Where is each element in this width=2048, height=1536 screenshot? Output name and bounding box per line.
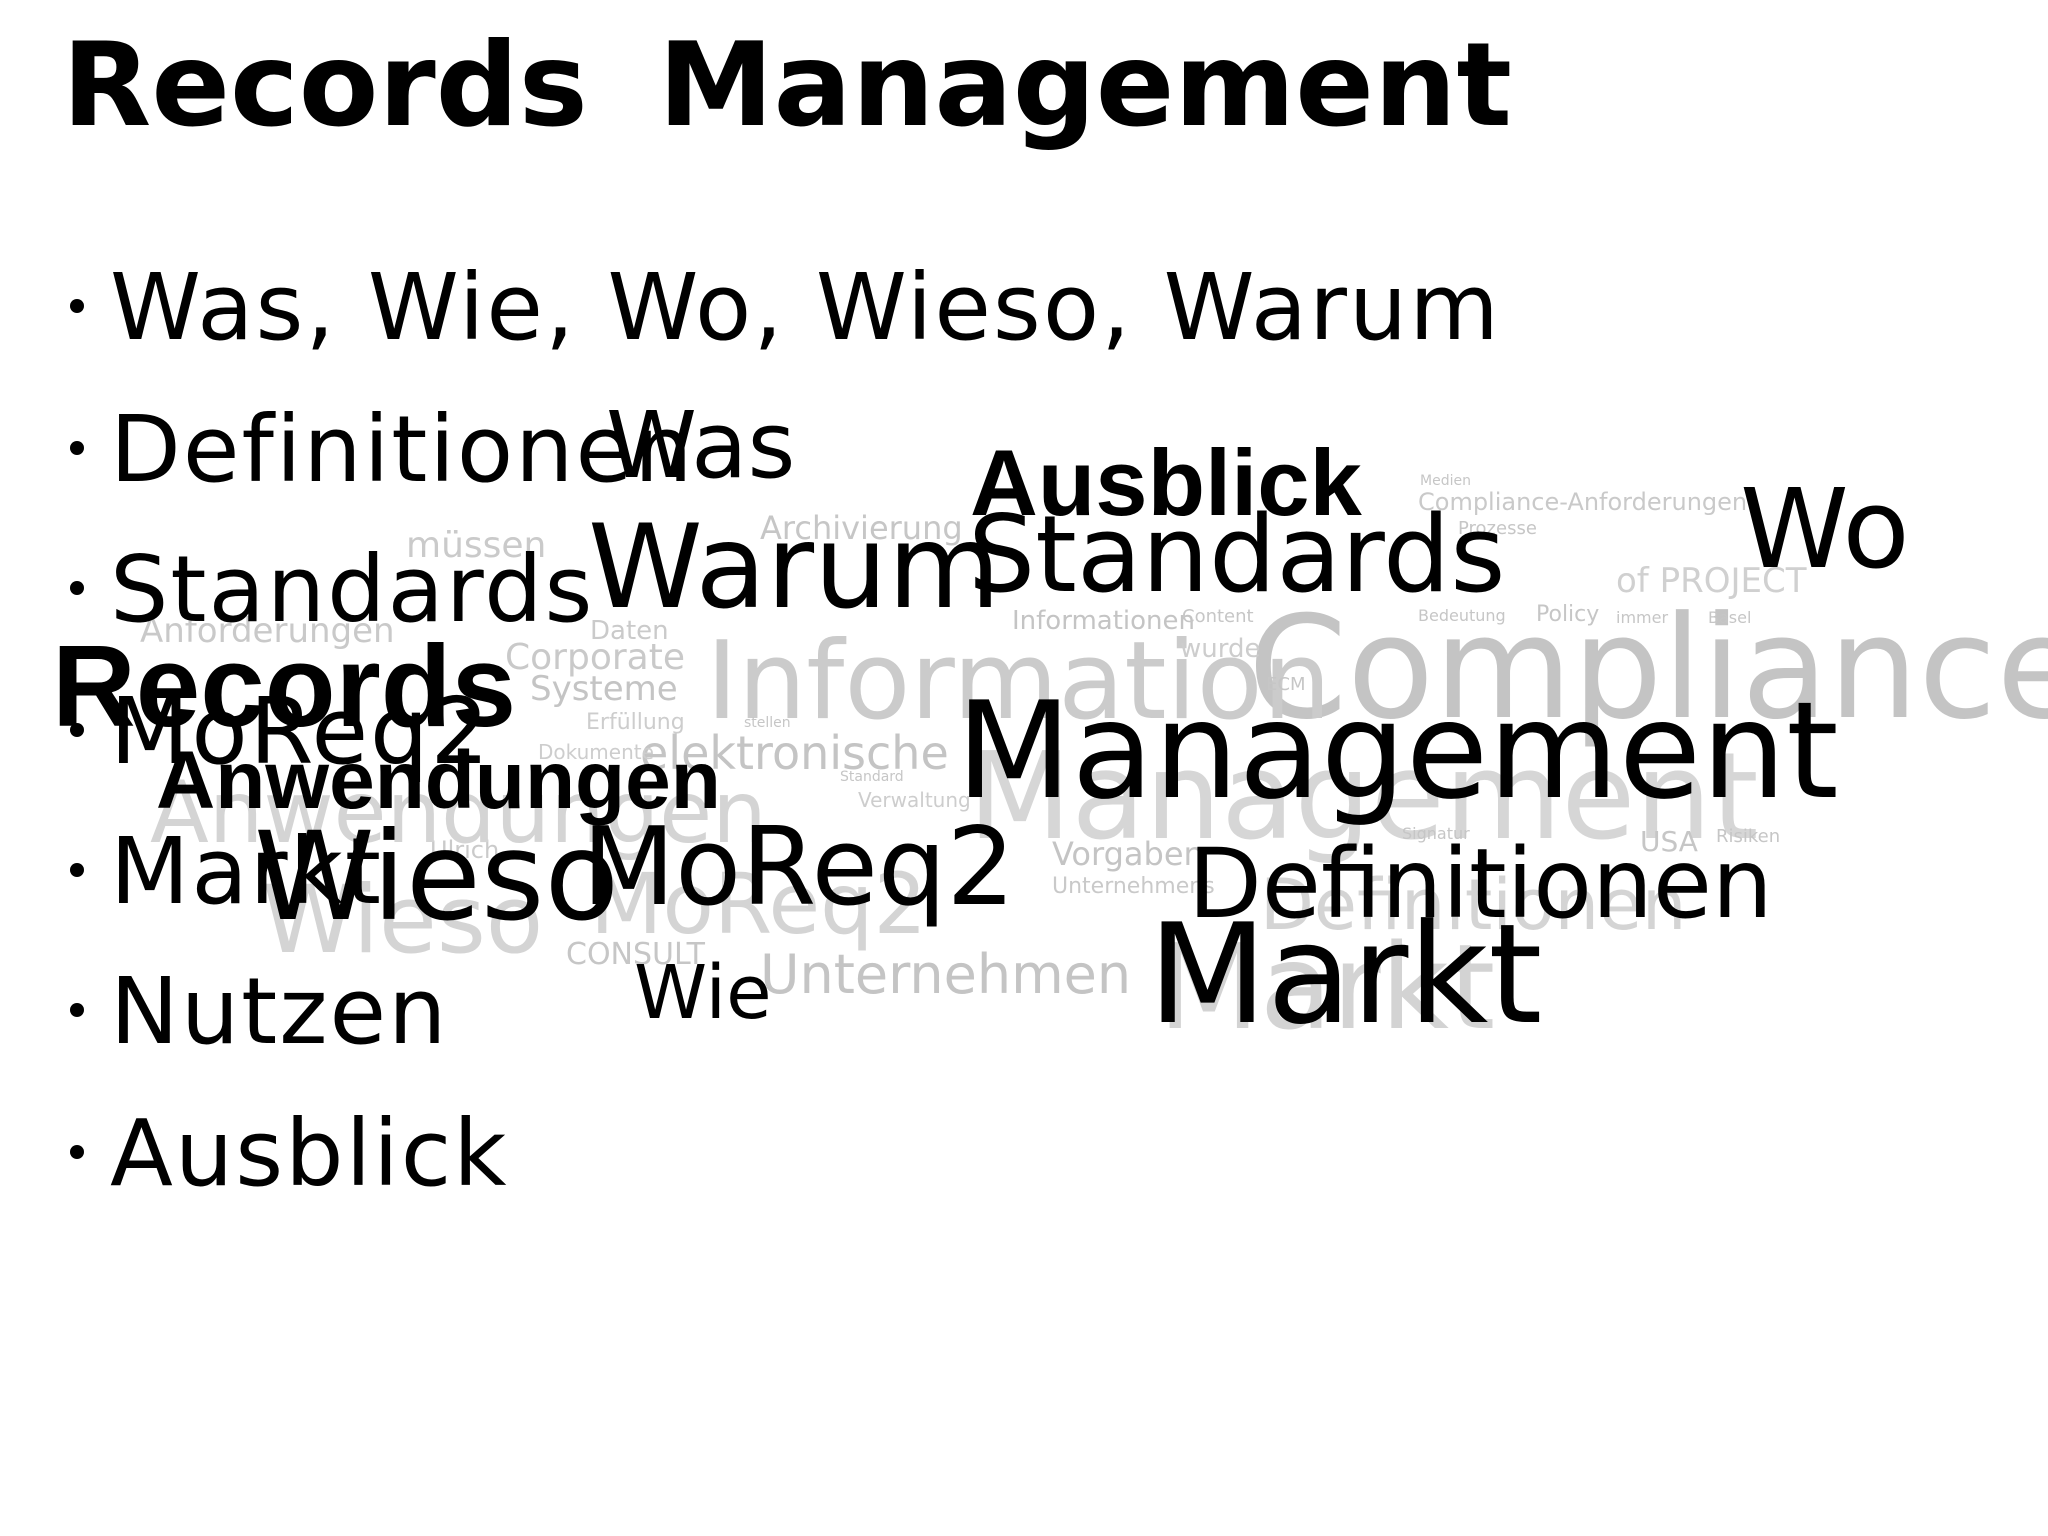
bullet-item: Standards (70, 544, 594, 636)
cloud-word-was: Was (606, 392, 796, 499)
cloud-word-markt: Markt (1148, 894, 1543, 1055)
bullet-dot-icon (70, 1144, 84, 1159)
bullet-item: Was, Wie, Wo, Wieso, Warum (70, 262, 1501, 354)
bullet-text: Nutzen (110, 958, 449, 1065)
bullet-text: MoReq2 (110, 678, 491, 785)
bullet-text: Standards (110, 536, 595, 643)
bullet-text: Definitionen (110, 396, 695, 503)
bullet-dot-icon (70, 862, 84, 877)
bullet-text: Was, Wie, Wo, Wieso, Warum (110, 254, 1501, 361)
bullet-dot-icon (70, 298, 84, 313)
cloud-word-records: Records (52, 621, 517, 751)
bullet-dot-icon (70, 722, 84, 737)
bullet-item: MoReq2 (70, 686, 491, 778)
cloud-word-management: Management (956, 673, 1839, 829)
bullet-dot-icon (70, 1002, 84, 1017)
bullet-dot-icon (70, 580, 84, 595)
cloud-word-definitionen: Definitionen (1188, 828, 1773, 940)
cloud-word-standards: Standards (968, 493, 1506, 616)
cloud-word-moreq2: MoReq2 (582, 805, 1016, 930)
cloud-word-wie: Wie (634, 950, 772, 1036)
cloud-word-warum: Warum (588, 500, 1001, 635)
bullet-item: Markt (70, 826, 383, 918)
slide-title: Records Management (62, 18, 1512, 153)
cloud-word-anwendungen: Anwendungen (156, 735, 721, 826)
cloud-word-wieso: Wieso (254, 806, 620, 948)
bullet-text: Markt (110, 818, 383, 925)
bullet-item: Ausblick (70, 1108, 509, 1200)
bullet-item: Nutzen (70, 966, 448, 1058)
cloud-word-ausblick: Ausblick (970, 430, 1362, 535)
cloud-word-wo: Wo (1740, 465, 1910, 593)
bullet-item: Definitionen (70, 404, 694, 496)
bullet-dot-icon (70, 440, 84, 455)
bullet-text: Ausblick (110, 1100, 509, 1207)
